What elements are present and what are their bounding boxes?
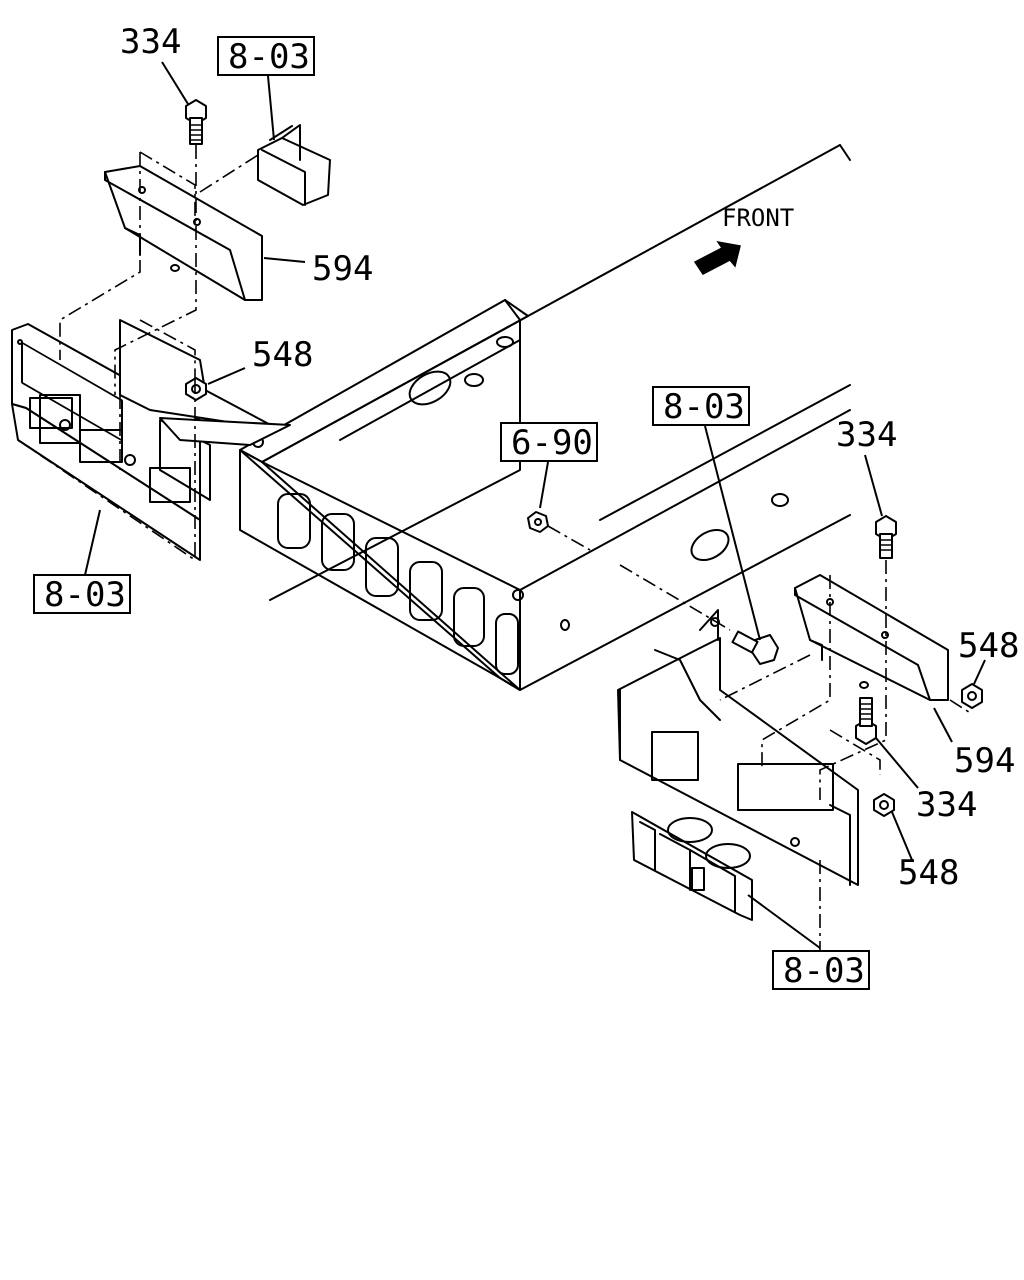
frame-rail (239, 144, 851, 691)
center-nut-6-90 (527, 511, 591, 551)
callout-548: 548 (958, 626, 1019, 666)
callout-594: 594 (954, 741, 1015, 781)
callout-8-03: 8-03 (44, 575, 126, 615)
callout-548: 548 (252, 335, 313, 375)
callout-box (217, 36, 315, 76)
callout-334: 334 (120, 22, 181, 62)
right-lamp-bracket (617, 609, 859, 886)
left-nut-548 (185, 377, 207, 401)
right-bolt-334-low (855, 697, 877, 745)
front-arrow: FRONT (693, 204, 794, 275)
center-bolt (619, 564, 779, 665)
right-nut-548-top (961, 683, 983, 709)
callout-548: 548 (898, 853, 959, 893)
right-nut-548-low (873, 793, 895, 817)
callout-labels: 334 8-03 594 548 8-03 6-90 8-03 334 548 … (33, 22, 1019, 991)
right-bolt-334-top (875, 515, 897, 559)
front-label: FRONT (722, 204, 794, 232)
callout-6-90: 6-90 (511, 423, 593, 463)
callout-8-03: 8-03 (663, 387, 745, 427)
callout-8-03: 8-03 (783, 951, 865, 991)
callout-334: 334 (836, 415, 897, 455)
left-bolt-334 (185, 99, 207, 145)
callout-box (500, 422, 598, 462)
left-assembly-lines (17, 145, 259, 561)
callout-334: 334 (916, 785, 977, 825)
callout-box (772, 950, 870, 990)
right-combination-lamp (631, 811, 753, 921)
callout-box (33, 574, 131, 614)
callout-box (652, 386, 750, 426)
web-holes (277, 493, 519, 675)
callout-594: 594 (312, 249, 373, 289)
right-assembly-lines (719, 560, 973, 950)
left-bracket-594 (104, 165, 263, 301)
callout-8-03: 8-03 (228, 37, 310, 77)
right-bracket-594 (794, 574, 949, 701)
left-gusset (119, 319, 291, 446)
side-marker-lamp (257, 124, 331, 206)
callout-leaders (84, 61, 986, 949)
